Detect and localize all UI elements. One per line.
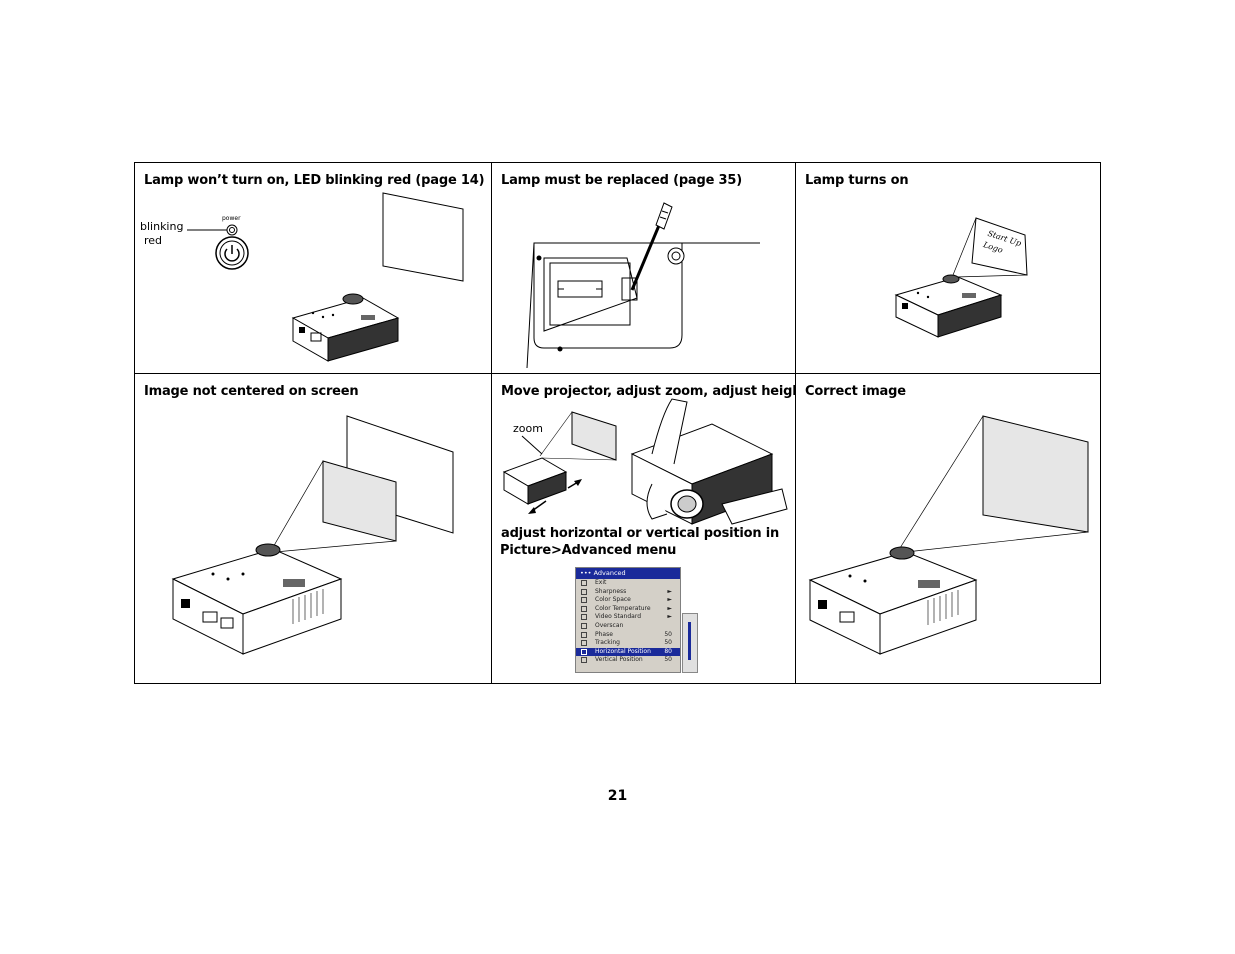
menu-header-label: Advanced — [593, 569, 626, 577]
off-center-illustration — [171, 415, 454, 655]
lamp-door-illustration — [526, 202, 760, 369]
video-standard-icon — [581, 614, 587, 621]
caption-line-1: adjust horizontal or vertical position i… — [501, 526, 780, 541]
menu-item[interactable]: Sharpness ► — [576, 588, 680, 597]
menu-item-label: Video Standard — [595, 613, 642, 621]
menu-item-label: Horizontal Position — [595, 647, 651, 655]
menu-item-label: Color Temperature — [595, 604, 651, 612]
cell-image-not-centered: Image not centered on screen — [135, 374, 491, 684]
column-divider — [795, 163, 796, 683]
menu-item-value: 50 — [664, 639, 672, 647]
cell-lamp-replace: Lamp must be replaced (page 35) — [492, 163, 795, 373]
projector-icon — [894, 274, 1003, 338]
menu-header: ••• Advanced — [576, 568, 680, 579]
menu-item-value: 50 — [664, 630, 672, 638]
menu-item[interactable]: Exit — [576, 579, 680, 588]
tracking-icon — [581, 640, 587, 647]
row-divider — [135, 373, 1100, 374]
sharpness-icon — [581, 588, 587, 595]
menu-item-value: ► — [667, 596, 672, 604]
color-space-icon — [581, 597, 587, 604]
exit-icon — [581, 580, 587, 586]
menu-item[interactable]: Color Temperature ► — [576, 605, 680, 614]
power-label: power — [222, 215, 241, 222]
advanced-menu: ••• Advanced Exit Sharpness ► Color Space… — [575, 567, 681, 673]
menu-item-value: 80 — [664, 647, 672, 655]
cell-lamp-turns-on: Lamp turns on Start Up Logo — [796, 163, 1101, 373]
cell-title: Lamp won’t turn on, LED blinking red (pa… — [144, 173, 485, 188]
menu-item[interactable]: Overscan — [576, 622, 680, 631]
menu-item-value: 50 — [664, 656, 672, 664]
menu-item-value: ► — [667, 587, 672, 595]
menu-item[interactable]: Tracking 50 — [576, 639, 680, 648]
caption-line-2: Picture>Advanced menu — [500, 543, 677, 558]
startup-logo-screen — [952, 217, 1028, 278]
menu-item[interactable]: Color Space ► — [576, 596, 680, 605]
scrollbar-thumb[interactable] — [688, 622, 691, 660]
menu-item-label: Overscan — [595, 621, 624, 629]
power-led-illustration — [187, 192, 464, 282]
menu-item-label: Color Space — [595, 596, 631, 604]
cell-title: Move projector, adjust zoom, adjust heig… — [501, 384, 795, 399]
zoom-adjust-illustration — [502, 398, 788, 525]
correct-image-illustration — [808, 415, 1089, 655]
blinking-label: blinking — [140, 220, 184, 233]
menu-item-label: Exit — [595, 579, 607, 586]
cell-title: Correct image — [805, 384, 906, 399]
menu-item-label: Sharpness — [595, 587, 627, 595]
thermometer-icon — [581, 605, 587, 612]
zoom-label: zoom — [513, 422, 543, 435]
cell-title: Lamp must be replaced (page 35) — [501, 173, 742, 188]
menu-item-selected[interactable]: Horizontal Position 80 — [576, 647, 680, 657]
vertical-position-icon — [581, 657, 587, 664]
red-label: red — [144, 234, 163, 247]
cell-title: Image not centered on screen — [144, 384, 359, 399]
menu-scrollbar[interactable] — [682, 613, 698, 673]
projector-icon — [291, 293, 400, 362]
column-divider — [491, 163, 492, 683]
phase-icon — [581, 631, 587, 638]
overscan-icon — [581, 622, 587, 629]
menu-item-value: ► — [667, 613, 672, 621]
menu-item[interactable]: Video Standard ► — [576, 613, 680, 622]
troubleshooting-table: Lamp won’t turn on, LED blinking red (pa… — [134, 162, 1101, 684]
menu-item-label: Vertical Position — [595, 656, 643, 664]
cell-correct-image: Correct image — [796, 374, 1101, 684]
page-number: 21 — [607, 788, 628, 804]
horizontal-position-icon — [581, 648, 587, 655]
cell-title: Lamp turns on — [805, 173, 909, 188]
menu-item-label: Tracking — [595, 639, 620, 647]
menu-item-label: Phase — [595, 630, 613, 638]
cell-move-projector: Move projector, adjust zoom, adjust heig… — [492, 374, 795, 684]
cell-lamp-wont-turn-on: Lamp won’t turn on, LED blinking red (pa… — [135, 163, 491, 373]
menu-item[interactable]: Vertical Position 50 — [576, 656, 680, 665]
menu-item[interactable]: Phase 50 — [576, 631, 680, 640]
menu-item-value: ► — [667, 604, 672, 612]
